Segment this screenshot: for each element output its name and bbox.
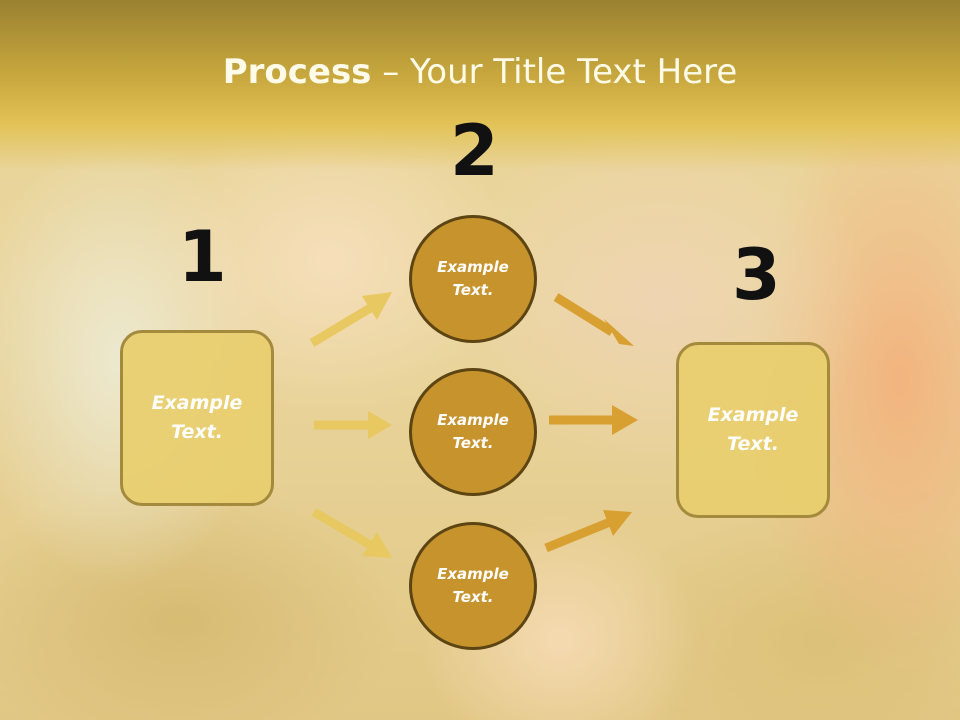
circle-middle-line2: Text. [452, 434, 494, 452]
right-box-line2: Text. [727, 433, 779, 455]
circle-bottom-text: Example Text. [418, 563, 528, 609]
left-box[interactable]: Example Text. [120, 330, 274, 506]
step-number-3: 3 [732, 234, 781, 316]
circle-top-line2: Text. [452, 281, 494, 299]
arrow-middle-to-right [549, 405, 638, 435]
circle-top[interactable]: Example Text. [409, 215, 537, 343]
arrow-left-to-middle [314, 411, 392, 439]
circle-middle-line1: Example [437, 411, 509, 429]
left-box-line1: Example [151, 392, 243, 414]
right-box[interactable]: Example Text. [676, 342, 830, 518]
left-box-line2: Text. [171, 421, 223, 443]
left-box-text: Example Text. [142, 389, 252, 447]
circle-top-text: Example Text. [418, 256, 528, 302]
circle-bottom-line1: Example [437, 565, 509, 583]
circle-bottom[interactable]: Example Text. [409, 522, 537, 650]
arrow-left-to-top [309, 292, 392, 347]
circle-middle-text: Example Text. [418, 409, 528, 455]
title-bold: Process [222, 52, 372, 92]
circle-bottom-line2: Text. [452, 588, 494, 606]
circle-top-line1: Example [437, 258, 509, 276]
slide-title[interactable]: Process – Your Title Text Here [0, 52, 960, 92]
right-box-line1: Example [707, 404, 799, 426]
title-band [0, 0, 960, 170]
circle-middle[interactable]: Example Text. [409, 368, 537, 496]
arrow-left-to-bottom [311, 508, 392, 558]
right-box-text: Example Text. [698, 401, 808, 459]
title-rest: – Your Title Text Here [371, 52, 738, 92]
arrow-bottom-to-right [544, 510, 632, 553]
step-number-2: 2 [450, 110, 499, 192]
step-number-1: 1 [178, 216, 227, 298]
arrow-top-to-right [553, 293, 634, 346]
